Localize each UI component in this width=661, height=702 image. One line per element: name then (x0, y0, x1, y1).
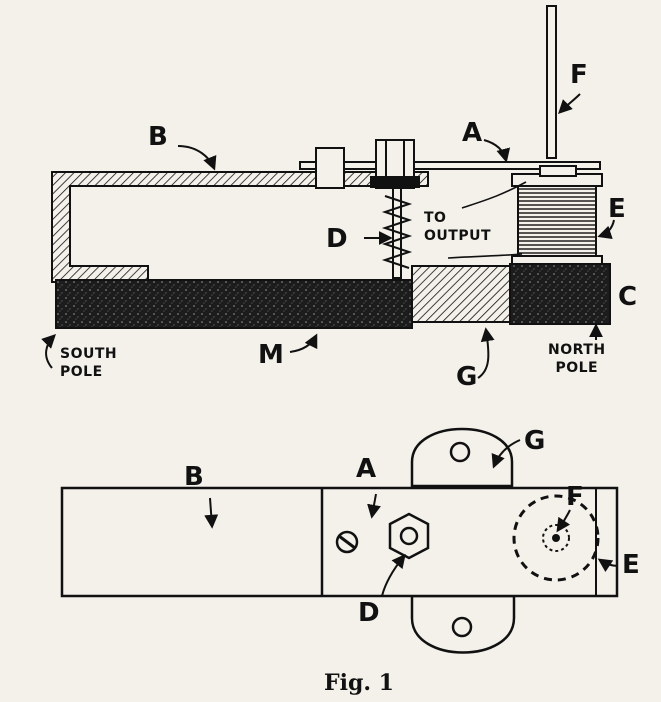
label-f-side: F (570, 60, 588, 90)
label-a-top: A (356, 454, 377, 484)
leader-f (558, 93, 581, 114)
leader-m (289, 333, 318, 353)
top-rod-f-ring (542, 524, 570, 552)
leader-g (477, 327, 495, 379)
mount-hole-bottom (451, 616, 473, 638)
spring-d (381, 187, 413, 279)
magnet-c (509, 263, 611, 325)
screw-head (335, 530, 359, 554)
label-b-side: B (148, 122, 168, 152)
pole-piece-g (411, 265, 511, 323)
leader-south (41, 334, 56, 369)
top-rod-f (552, 534, 560, 542)
label-m-side: M (258, 340, 284, 370)
top-leader-e (597, 558, 619, 573)
magnet-m (55, 279, 413, 329)
label-g-top: G (524, 426, 546, 456)
top-view (60, 427, 619, 654)
leader-to-output-2 (447, 253, 523, 259)
figure-caption: Fig. 1 (324, 670, 394, 696)
leader-to-output (461, 181, 527, 209)
label-b-top: B (184, 462, 204, 492)
leader-b (177, 145, 217, 171)
label-f-top: F (566, 482, 584, 512)
top-leader-b (204, 497, 219, 529)
label-c-side: C (618, 282, 638, 312)
mount-hole-top (449, 441, 471, 463)
rod-f (546, 5, 557, 159)
top-leader-d (381, 553, 406, 597)
top-coil-e (512, 494, 600, 582)
leader-e (597, 219, 615, 240)
side-view (41, 5, 615, 379)
label-to-output: TO OUTPUT (424, 210, 491, 244)
label-g-side: G (456, 362, 478, 392)
coil-e (511, 165, 603, 265)
hex-nut-d (388, 512, 430, 560)
label-d-side: D (326, 224, 348, 254)
label-south-pole: SOUTH POLE (60, 346, 118, 380)
label-e-top: E (622, 550, 640, 580)
label-north-pole: NORTH POLE (548, 342, 606, 376)
label-d-top: D (358, 598, 380, 628)
top-leader-g (491, 439, 521, 469)
leader-a (483, 139, 511, 163)
reed-a (299, 161, 601, 170)
bracket-b (51, 171, 429, 283)
label-a-side: A (462, 118, 483, 148)
top-leader-a (367, 493, 381, 519)
label-e-side: E (608, 194, 626, 224)
top-leader-f (556, 509, 571, 533)
